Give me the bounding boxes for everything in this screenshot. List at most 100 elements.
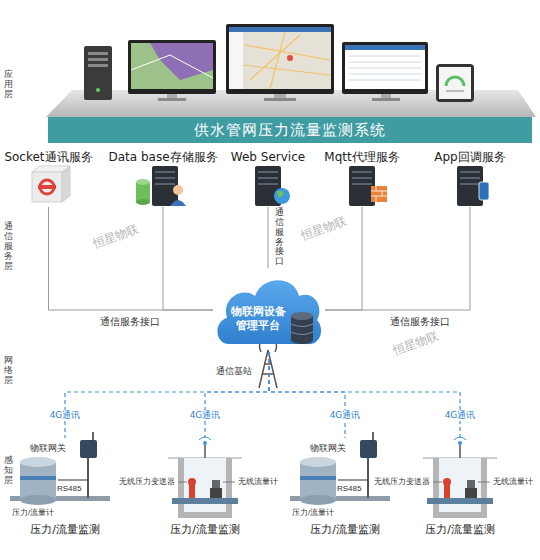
monitor [264,98,296,101]
station-caption: 压力/流量监测 [310,523,380,536]
chamber-station [465,488,477,498]
monitor [274,94,286,98]
monitor [158,98,186,101]
monitor [349,56,421,80]
base-station-tower [259,350,277,388]
monitor [345,45,425,50]
service-label: Web Service [231,150,305,164]
tablet [446,77,464,86]
service-link [268,207,269,268]
cloud-platform-shape [291,336,313,344]
monitor [131,43,213,89]
link-label: 4G通讯 [443,410,478,421]
chamber-station [443,478,451,486]
chamber-station [427,498,493,504]
database-server-icon [155,177,175,179]
watermark: 恒星物联 [391,327,442,359]
interface-label: 通信服务接口 [388,316,452,328]
station-caption: 压力/流量监测 [425,523,495,536]
server-tower [84,46,112,100]
server-tower [96,88,100,92]
cloud-platform-shape [291,312,313,320]
service-label: Data base存储服务 [108,150,217,164]
service-node: Socket通讯服务 [2,146,95,207]
app-server-icon [460,171,480,173]
monitor [372,98,400,101]
tank-station [300,457,336,467]
chamber-station [168,437,242,518]
web-server-icon [255,166,290,206]
tank-station [20,495,56,505]
tank-station [92,432,94,440]
monitor [229,27,331,89]
database-server-icon [136,199,150,205]
database-server-icon [170,200,186,206]
monitor [229,27,331,32]
link-label: 4G通讯 [328,410,363,421]
platform-label: 物联网设备管理平台 [229,304,287,332]
monitor [287,55,293,61]
chamber-station [212,480,220,488]
network-link [205,352,269,438]
cloud-platform: 物联网设备管理平台 [213,268,325,352]
server-tower [88,64,108,67]
link-label: 4G通讯 [188,410,223,421]
database-server-icon [173,185,183,195]
title-band: 供水管网压力流量监测系统 [48,117,532,143]
service-label: Mqtt代理服务 [324,150,399,164]
chamber-station [188,478,196,486]
device-label: 无线压力变送器 [119,477,175,487]
mqtt-server-icon [371,186,387,202]
chamber-station [203,441,207,445]
monitor [342,42,428,101]
network-link [269,352,460,438]
mqtt-server-icon [371,186,387,202]
monitoring-station: 压力/流量监测 [405,438,515,536]
chamber-station [423,437,497,518]
app-server-icon [457,166,489,206]
cloud-platform-shape [217,280,321,344]
app-server-icon [460,177,480,179]
interface-label: 通信服务接口 [275,208,284,267]
tank-station [372,432,374,440]
chamber-station [433,458,487,518]
chamber-station [178,482,187,483]
monitor [128,40,216,101]
service-node: Data base存储服务 [105,146,221,207]
database-server-icon [152,166,178,206]
chamber-station [444,484,450,498]
device-label: 压力/流量计 [292,508,334,518]
mqtt-server-icon [352,171,372,173]
layer-label: 通信服务层 [4,222,13,271]
service-label: Socket通讯服务 [4,150,92,164]
service-node: Web Service [222,146,314,207]
mqtt-server-icon [349,166,387,206]
database-server-icon [155,183,175,185]
station-caption: 压力/流量监测 [30,523,100,536]
chamber-station [467,480,475,488]
server-tower [88,52,108,55]
socket-icon [32,166,70,202]
device-label: 压力/流量计 [12,508,54,518]
socket-icon [32,172,62,202]
socket-icon [62,166,70,202]
monitor [243,32,330,89]
monitor [229,32,243,89]
chamber-station [459,443,461,458]
tablet [436,64,474,102]
chamber-station [189,484,195,498]
chamber-station [172,498,238,504]
web-server-icon [258,177,278,179]
watermark: 恒星物联 [91,220,142,252]
tower-label: 通信基站 [216,366,252,376]
monitor [381,94,391,98]
chamber-station [458,441,462,445]
chamber-station [478,482,490,483]
service-node: App回调服务 [424,146,516,207]
service-label: App回调服务 [434,150,505,164]
monitor [226,24,334,94]
tank-station [10,432,110,505]
tank-station [20,476,56,480]
chamber-station [223,482,235,483]
